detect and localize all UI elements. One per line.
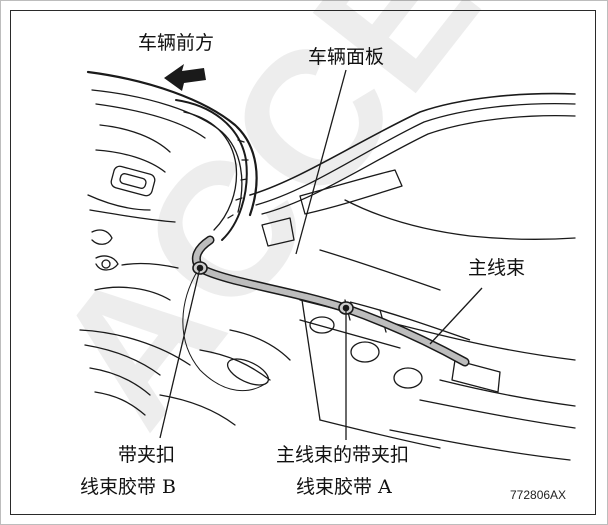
leader-main-harness xyxy=(429,287,483,345)
figure-code: 772806AX xyxy=(510,488,567,502)
label-main-harness-clip-line2: 线束胶带 A xyxy=(296,476,392,498)
label-main-harness-clip-line1: 主线束的带夹扣 xyxy=(276,444,410,466)
label-main-harness: 主线束 xyxy=(468,257,526,279)
leader-clip-b xyxy=(159,267,201,439)
label-band-clip-b-line1: 带夹扣 xyxy=(118,444,176,466)
label-band-clip-b-line2: 线束胶带 B xyxy=(80,476,177,498)
label-vehicle-panel: 车辆面板 xyxy=(308,46,385,68)
arrow-left-icon xyxy=(164,64,206,91)
band-clip-b xyxy=(192,261,208,275)
leader-vehicle-panel xyxy=(295,69,347,255)
label-vehicle-front: 车辆前方 xyxy=(138,32,215,54)
main-harness-wire xyxy=(191,235,471,367)
figure-border xyxy=(10,10,596,515)
